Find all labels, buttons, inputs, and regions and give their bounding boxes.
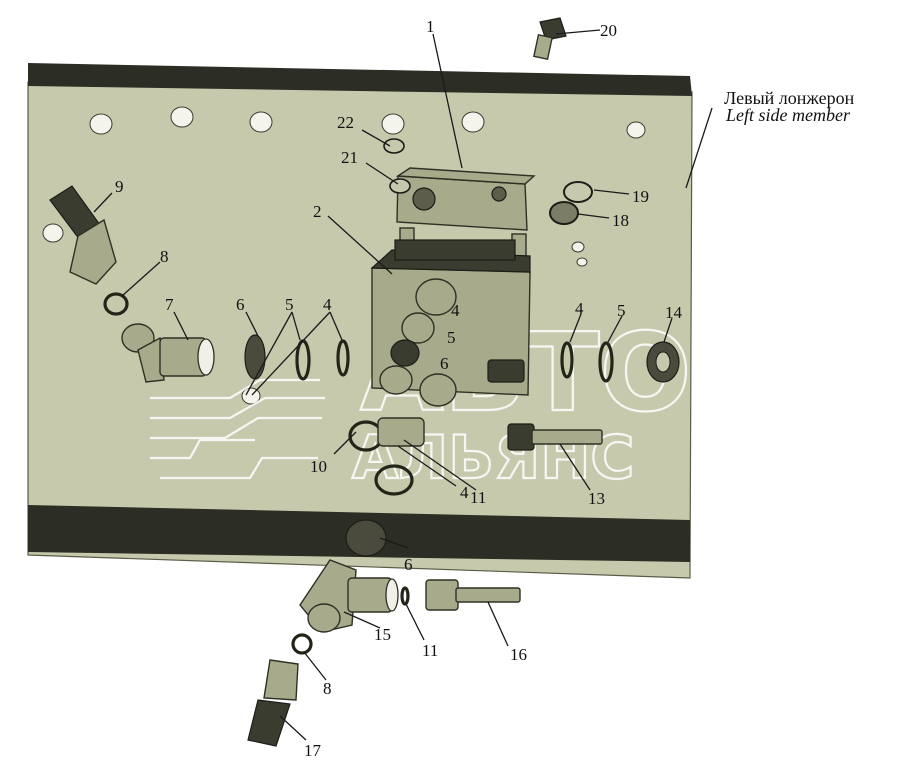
callout-17: 17 xyxy=(304,741,322,760)
callout-16: 16 xyxy=(510,645,527,664)
callout-10: 10 xyxy=(310,457,327,476)
callout-19: 19 xyxy=(632,187,649,206)
callout-4: 4 xyxy=(323,295,332,314)
fitting-part-17 xyxy=(247,659,299,747)
caption-russian: Левый лонжерон xyxy=(724,88,855,108)
bolt-part-20 xyxy=(533,17,567,61)
callout-9: 9 xyxy=(115,177,124,196)
fitting-part-9 xyxy=(49,185,117,285)
valve-block-part-2 xyxy=(370,239,531,407)
nut-part-6-bottom xyxy=(345,519,387,557)
upper-flange xyxy=(28,63,692,96)
mounting-hole xyxy=(576,257,588,267)
mounting-hole xyxy=(249,111,273,133)
ring-part-8 xyxy=(103,292,129,316)
callout-15: 15 xyxy=(374,625,391,644)
elbow-part-7 xyxy=(121,323,215,383)
watermark-stripes xyxy=(150,378,325,480)
ring-part-11 xyxy=(374,464,414,496)
washer-part-4 xyxy=(336,339,350,377)
callout-7: 7 xyxy=(165,295,174,314)
leader-lines xyxy=(93,29,713,741)
parts xyxy=(49,17,680,747)
caption: Левый лонжерон Left side member xyxy=(724,88,855,125)
tee-part-15 xyxy=(299,559,399,633)
callout-22: 22 xyxy=(337,113,354,132)
washer-part-5-right xyxy=(598,341,614,383)
callout-11: 11 xyxy=(422,641,438,660)
callout-1: 1 xyxy=(426,17,435,36)
mounting-hole xyxy=(42,223,64,243)
callout-4: 4 xyxy=(575,299,584,318)
callout-6: 6 xyxy=(404,555,413,574)
callout-8: 8 xyxy=(323,679,332,698)
callout-13: 13 xyxy=(588,489,605,508)
mounting-hole xyxy=(626,121,646,139)
callout-5: 5 xyxy=(617,301,626,320)
nut-part-18 xyxy=(549,201,579,225)
bolt-head xyxy=(412,187,436,211)
washer-part-22 xyxy=(383,138,405,154)
callout-20: 20 xyxy=(600,21,617,40)
caption-english: Left side member xyxy=(725,105,851,125)
nut-part-14 xyxy=(646,341,680,383)
bolt-head xyxy=(491,186,507,202)
callout-14: 14 xyxy=(665,303,683,322)
ring-part-8-bottom xyxy=(291,633,313,655)
callout-5: 5 xyxy=(285,295,294,314)
mounting-hole xyxy=(571,241,585,253)
callout-4: 4 xyxy=(451,301,460,320)
elbow-part-10 xyxy=(348,417,425,452)
mounting-holes xyxy=(42,106,646,405)
nut-part-6 xyxy=(244,334,266,380)
callout-8: 8 xyxy=(160,247,169,266)
callout-21: 21 xyxy=(341,148,358,167)
callout-labels: 1 20 22 21 19 18 9 2 8 7 6 5 4 4 5 6 4 5… xyxy=(115,17,683,760)
callout-6: 6 xyxy=(236,295,245,314)
plug-part-16 xyxy=(425,579,521,611)
ring-part-11-bottom xyxy=(400,586,410,606)
mounting-hole xyxy=(461,111,485,133)
callout-6: 6 xyxy=(440,354,449,373)
mounting-hole xyxy=(381,113,405,135)
callout-5: 5 xyxy=(447,328,456,347)
callout-2: 2 xyxy=(313,202,322,221)
plug-part-13 xyxy=(507,423,603,451)
callout-4: 4 xyxy=(460,483,469,502)
callout-11: 11 xyxy=(470,488,486,507)
callout-18: 18 xyxy=(612,211,629,230)
mounting-hole xyxy=(89,113,113,135)
mounting-hole xyxy=(170,106,194,128)
washer-part-19 xyxy=(563,181,593,203)
washer-part-4-right xyxy=(560,341,574,379)
